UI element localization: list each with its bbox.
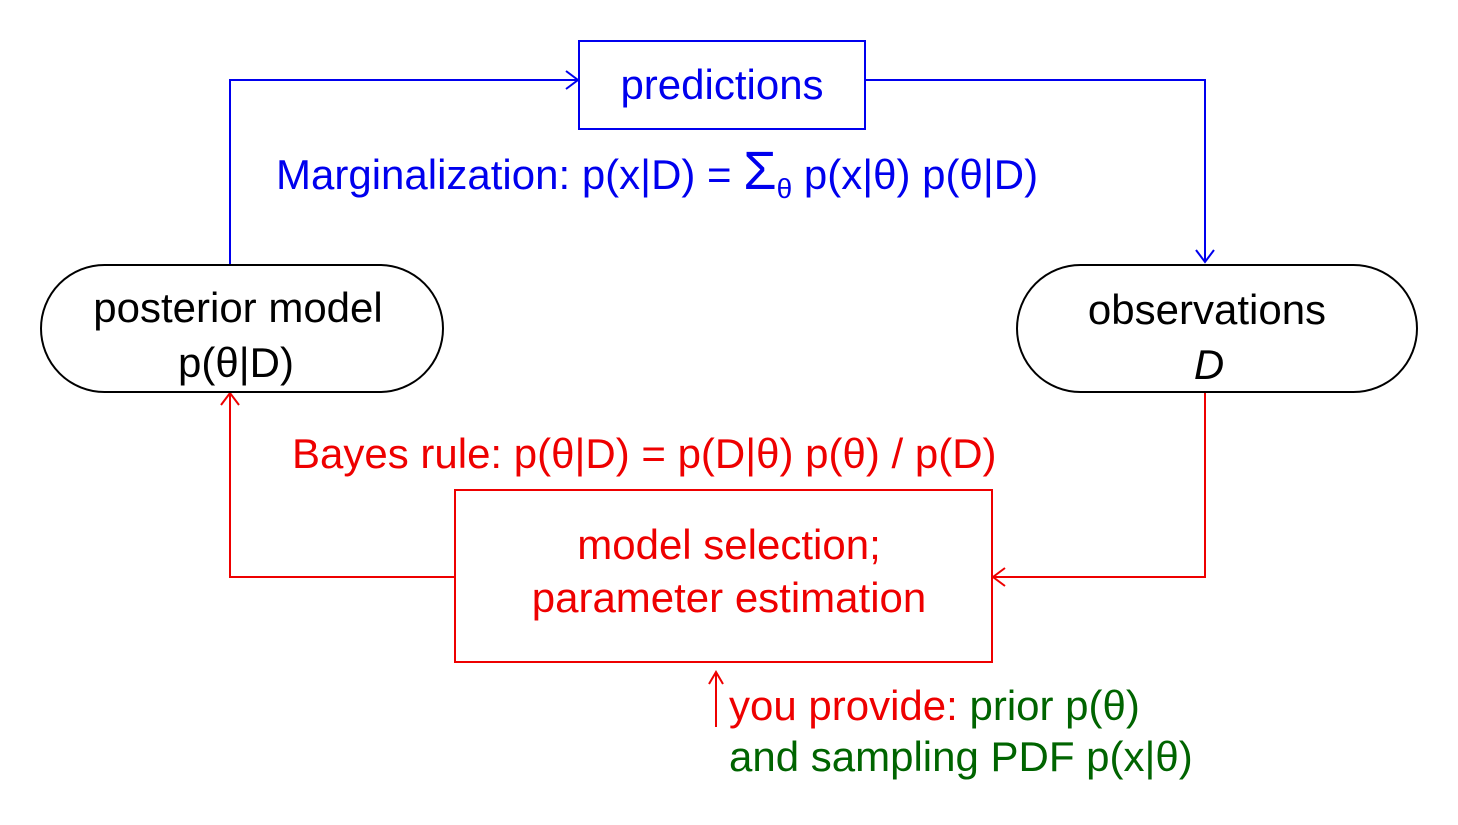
marginalization-loop [229,70,1215,265]
sigma-symbol: Σ [743,141,776,201]
model-selection-to-posterior-connector [229,393,455,578]
marginalization-suffix: p(x|θ) p(θ|D) [792,151,1038,198]
observations-arrowhead [1195,249,1215,264]
parameter-estimation-title: parameter estimation [532,574,927,621]
prior-label: prior p(θ) [969,682,1139,729]
observations-node [1016,264,1418,393]
predictions-box [578,40,866,130]
model-selection-box [454,489,993,663]
observations-title: observations [1088,286,1326,333]
model-selection-title: model selection; [577,521,881,568]
marginalization-prefix: Marginalization: p(x|D) = [276,151,743,198]
you-provide-prefix: you provide: [729,682,969,729]
predictions-label: predictions [620,61,823,108]
sigma-subscript: θ [777,173,793,204]
bayes-rule-formula: Bayes rule: p(θ|D) = p(D|θ) p(θ) / p(D) [292,430,997,477]
posterior-model-node [40,264,444,393]
predictions-to-observations-connector [866,79,1206,262]
you-provide-note: you provide: prior p(θ) [729,682,1140,729]
marginalization-formula: Marginalization: p(x|D) = Σθ p(x|θ) p(θ|… [276,141,1038,204]
observations-symbol: D [1194,341,1224,388]
observations-to-model-selection-connector [993,392,1206,578]
posterior-to-predictions-connector [229,79,578,265]
posterior-model-formula: p(θ|D) [178,339,294,386]
you-provide-arrowhead [708,670,724,685]
sampling-pdf-note: and sampling PDF p(x|θ) [729,733,1193,780]
posterior-model-title: posterior model [93,284,382,331]
